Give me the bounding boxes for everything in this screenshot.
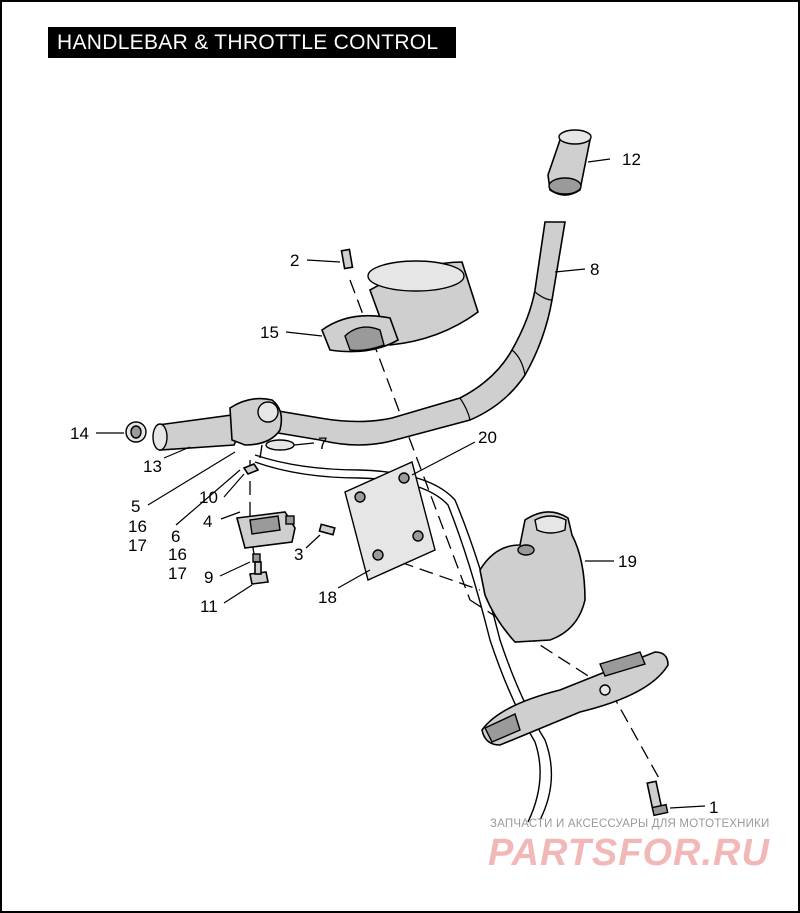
callout-11: 11	[200, 597, 218, 616]
callout-20: 20	[478, 428, 497, 447]
callout-4: 4	[203, 512, 212, 531]
callout-1: 1	[709, 798, 718, 817]
screw-2-part	[340, 248, 354, 270]
callout-6: 6	[171, 527, 180, 546]
watermark-logo: PARTSFOR.RU	[488, 832, 770, 874]
callout-12: 12	[622, 150, 641, 169]
callout-16-a: 16	[128, 517, 147, 536]
callout-3: 3	[294, 545, 303, 564]
switch-housing-part	[235, 511, 296, 549]
screw-3-part	[318, 523, 336, 536]
screw-11-part	[249, 561, 269, 585]
callout-14: 14	[70, 424, 89, 443]
leader-lines	[96, 158, 706, 809]
assembly-axis-line	[349, 279, 471, 601]
callout-2: 2	[290, 251, 299, 270]
callout-19: 19	[618, 552, 637, 571]
callout-10: 10	[199, 488, 218, 507]
riser-clamp-part	[321, 260, 479, 353]
throttle-grip-part	[152, 397, 283, 451]
assembly-axis-line-plate	[379, 554, 481, 591]
nut-9-part	[252, 553, 261, 563]
callout-13: 13	[143, 457, 162, 476]
riser-cover-part	[479, 511, 586, 643]
callout-5: 5	[131, 497, 140, 516]
callout-8: 8	[590, 260, 599, 279]
page-title: HANDLEBAR & THROTTLE CONTROL	[48, 27, 456, 58]
clip-10-part	[242, 463, 260, 475]
throttle-cables	[254, 444, 553, 823]
callout-17-a: 17	[128, 536, 147, 555]
callout-15: 15	[260, 323, 279, 342]
bolt-1-part	[646, 780, 669, 817]
cable-bracket-plate-part	[344, 461, 436, 581]
lower-clamp-part	[481, 651, 669, 746]
watermark-tagline: ЗАПЧАСТИ И АКСЕССУАРЫ ДЛЯ МОТОТЕХНИКИ	[490, 818, 770, 830]
washer-7-part	[265, 439, 295, 451]
callout-9: 9	[204, 568, 213, 587]
grip-right-part	[547, 129, 592, 196]
callout-18: 18	[318, 588, 337, 607]
callout-16-b: 16	[168, 545, 187, 564]
callout-17-b: 17	[168, 564, 187, 583]
grip-end-cap-part	[125, 421, 147, 443]
callout-7: 7	[318, 434, 327, 453]
